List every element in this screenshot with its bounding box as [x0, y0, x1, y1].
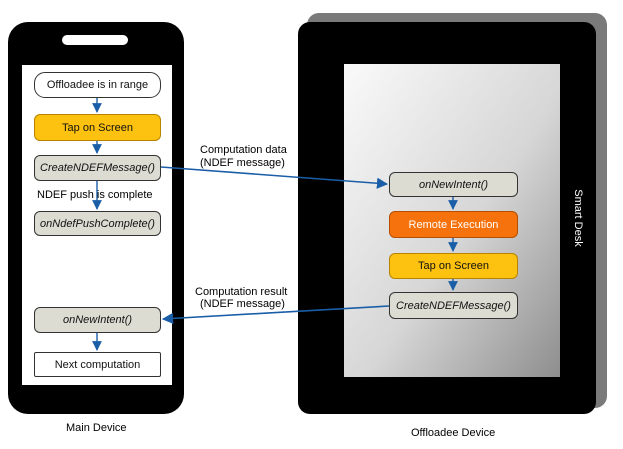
computation-result-sublabel: (NDEF message): [200, 298, 285, 310]
computation-data-sublabel: (NDEF message): [200, 157, 285, 169]
phone-speaker: [62, 35, 128, 45]
computation-result-label: Computation result: [195, 286, 288, 298]
offloadee-device-caption: Offloadee Device: [411, 427, 496, 439]
remote-execution-step: Remote Execution: [389, 211, 518, 238]
tap-on-screen-step: Tap on Screen: [34, 114, 161, 141]
arrow-computation-data: [160, 166, 389, 189]
main-device-caption: Main Device: [66, 422, 127, 434]
main-on-new-intent-step: onNewIntent(): [34, 307, 161, 333]
next-computation-step: Next computation: [34, 352, 161, 377]
create-ndef-message-step: CreateNDEFMessage(): [34, 155, 161, 181]
offloadee-create-ndef-message-step: CreateNDEFMessage(): [389, 292, 518, 319]
offloadee-tap-on-screen-step: Tap on Screen: [389, 253, 518, 279]
ndef-push-complete-note: NDEF push is complete: [37, 189, 153, 201]
offloadee-in-range-step: Offloadee is in range: [34, 72, 161, 98]
offloadee-on-new-intent-step: onNewIntent(): [389, 172, 518, 197]
arrow-computation-result: [161, 305, 390, 325]
on-ndef-push-complete-step: onNdefPushComplete(): [34, 211, 161, 236]
computation-data-label: Computation data: [200, 144, 287, 156]
